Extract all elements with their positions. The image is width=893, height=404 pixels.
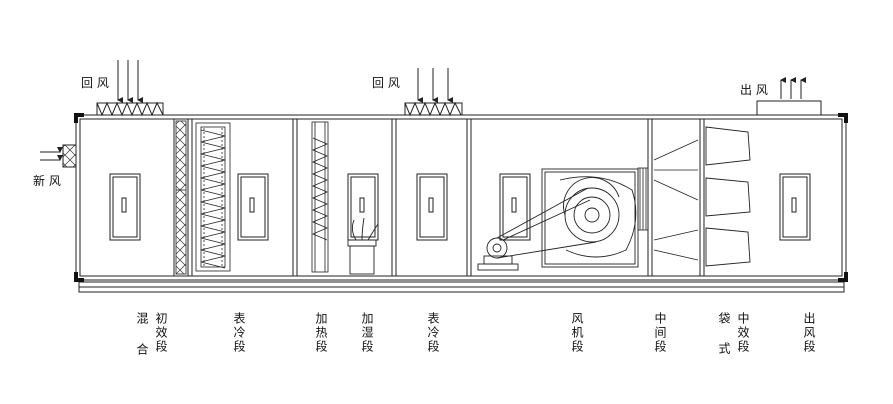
access-door — [416, 173, 448, 241]
section-label-heating: 加热段 — [314, 312, 328, 354]
fresh-air-label: 新 风 — [33, 174, 61, 188]
section-label-mixing-2: 合 — [135, 343, 149, 357]
section-label-bag-a: 袋式 — [717, 312, 731, 372]
humidifier-tank — [349, 245, 375, 275]
return-vent-2 — [404, 102, 463, 116]
return-air-label-2: 回 风 — [372, 76, 400, 90]
access-door — [109, 173, 141, 241]
corner-tl — [74, 113, 84, 123]
cooling-coil-1 — [195, 122, 231, 272]
bag-filter — [705, 227, 751, 267]
fan-frame — [541, 168, 639, 268]
diffuser — [653, 139, 699, 261]
unit-casing-inner — [79, 118, 843, 277]
section-label-fan: 风机段 — [570, 312, 584, 354]
heating-coil — [311, 121, 329, 273]
section-label-outlet: 出风段 — [802, 312, 816, 354]
access-door — [237, 173, 269, 241]
section-label-bag-b: 中效段 — [736, 312, 750, 354]
access-door — [499, 173, 531, 241]
fresh-air-damper — [62, 144, 77, 168]
primary-filter — [175, 120, 187, 275]
corner-bl — [74, 272, 84, 282]
fan-motor — [486, 237, 508, 259]
bag-filter — [705, 177, 751, 217]
corner-br — [838, 272, 848, 282]
section-label-humidify: 加湿段 — [360, 312, 374, 354]
bag-filter — [705, 126, 751, 166]
corner-tr — [838, 113, 848, 123]
return-air-label-1: 回 风 — [81, 76, 109, 90]
section-label-middle: 中间段 — [653, 312, 667, 354]
section-label-cooling-2: 表冷段 — [426, 312, 440, 354]
return-vent-1 — [96, 102, 164, 116]
section-label-primary-filter: 初效段 — [154, 312, 168, 354]
supply-outlet — [756, 100, 822, 116]
access-door — [779, 173, 811, 241]
section-label-mixing: 混 — [135, 312, 149, 326]
section-label-cooling-1: 表冷段 — [232, 312, 246, 354]
supply-air-label: 出 风 — [740, 83, 768, 97]
